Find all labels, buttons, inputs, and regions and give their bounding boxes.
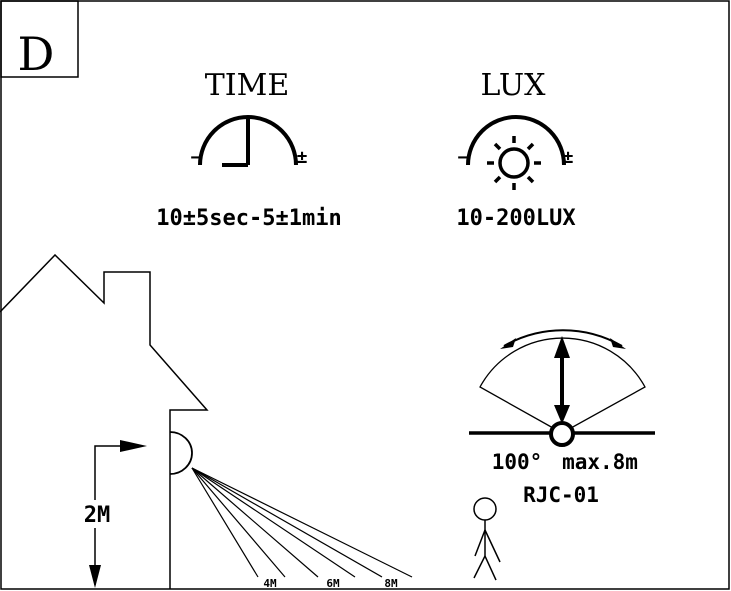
time-section: TIME − ± 10±5sec-5±1min [156, 68, 341, 231]
height-arrow-right [120, 440, 147, 452]
lux-title: LUX [481, 68, 547, 103]
height-arrow-down [89, 565, 101, 588]
lux-range-label: 10-200LUX [456, 206, 575, 231]
panel-badge: D [0, 0, 79, 81]
lux-section: LUX − ± 10-200LUX [456, 68, 575, 231]
angle-diagram [469, 329, 655, 447]
time-minus-sign: − [191, 147, 202, 168]
badge-letter: D [18, 27, 55, 81]
detection-rays [191, 467, 413, 578]
lux-minus-sign: − [458, 147, 469, 168]
swivel-arrow-left [500, 338, 516, 349]
person-icon [473, 497, 501, 581]
distance-label-8m: 8M [384, 577, 398, 590]
time-range-label: 10±5sec-5±1min [156, 206, 341, 231]
detection-angle-label: 100° [492, 450, 543, 474]
time-knob-icon [198, 115, 298, 167]
time-plus-sign: ± [297, 147, 308, 168]
badge-box [0, 0, 79, 78]
swivel-arc [503, 329, 623, 347]
house-outline [0, 253, 209, 589]
vertical-arrow-up [554, 336, 570, 358]
detection-range-label: max.8m [562, 450, 638, 474]
swivel-arrow-right [610, 338, 626, 349]
lux-plus-sign: ± [563, 147, 574, 168]
distance-label-4m: 4M [263, 577, 277, 590]
distance-label-6m: 6M [326, 577, 340, 590]
sensor-pivot-icon [549, 421, 575, 447]
height-label: 2M [84, 503, 111, 528]
sun-icon [487, 136, 541, 190]
time-title: TIME [205, 68, 289, 103]
vertical-arrow-down [554, 405, 570, 424]
sensor-icon [169, 431, 193, 475]
model-label: RJC-01 [523, 483, 599, 507]
height-marker [89, 440, 147, 588]
lux-knob-icon [466, 115, 566, 166]
